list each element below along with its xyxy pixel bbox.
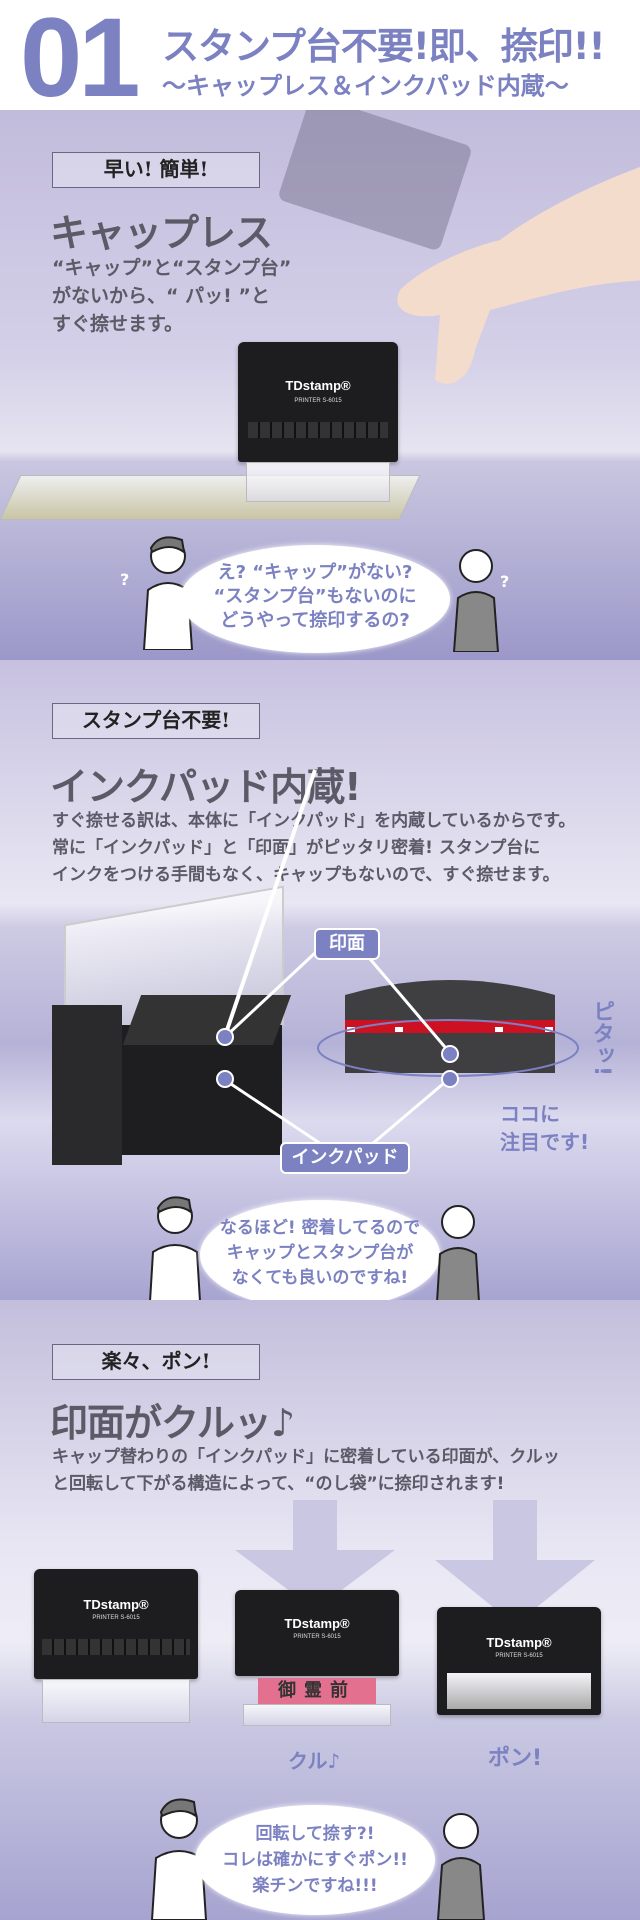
sfx-pita: ピタッ! bbox=[589, 1000, 614, 1077]
inkpad-description: すぐ捺せる訳は、本体に「インクパッド」を内蔵しているからです。 常に「インクパッ… bbox=[52, 811, 576, 885]
stamp-step-2-image: TDstamp® PRINTER S-6015 bbox=[235, 1590, 399, 1676]
stamp-step-3-image: TDstamp® PRINTER S-6015 bbox=[437, 1607, 601, 1715]
man-character-happy bbox=[148, 1790, 210, 1920]
woman-character-confused bbox=[448, 542, 504, 653]
woman-character-happy bbox=[432, 1805, 490, 1920]
stamp-face-print: 御霊前 bbox=[258, 1678, 376, 1704]
down-arrow-icon-1 bbox=[235, 1500, 395, 1610]
label-stamp-face: 印面 bbox=[314, 928, 380, 960]
capless-description: “キャップ”と“スタンプ台” がないから、“ パッ! ”と すぐ捺せます。 bbox=[52, 257, 292, 335]
stamp-step-1-image: TDstamp® PRINTER S-6015 bbox=[34, 1569, 198, 1679]
rotating-face-section: 楽々、ポン! 印面がクルッ♪ キャップ替わりの「インクパッド」に密着している印面… bbox=[0, 1300, 640, 1920]
man-character-surprised bbox=[145, 1188, 205, 1300]
page-title: スタンプ台不要!即、捺印!! bbox=[162, 25, 606, 68]
speech-bubble-1: え? “キャップ”がない? “スタンプ台”もないのに どうやって捺印するの? bbox=[180, 545, 450, 653]
speech-bubble-3: 回転して捺す?! コレは確かにすぐポン!! 楽チンですね!!! bbox=[195, 1805, 435, 1915]
sfx-kuru: クル♪ bbox=[288, 1749, 341, 1773]
woman-character-surprised bbox=[430, 1198, 486, 1300]
speech-bubble-2: なるほど! 密着してるので キャップとスタンプ台が なくても良いのですね! bbox=[200, 1200, 440, 1300]
stamp-clear-base bbox=[246, 462, 390, 502]
tag-easy-pon: 楽々、ポン! bbox=[52, 1344, 260, 1380]
hand-image bbox=[340, 140, 640, 390]
down-arrow-icon-2 bbox=[435, 1500, 595, 1625]
label-ink-pad: インクパッド bbox=[280, 1142, 410, 1174]
callout-dot-pad-left bbox=[216, 1070, 234, 1088]
heading-rotating-face: 印面がクルッ♪ bbox=[50, 1401, 295, 1445]
callout-dot-face-left bbox=[216, 1028, 234, 1046]
stamp-product-image: TDstamp® PRINTER S-6015 bbox=[238, 342, 398, 462]
question-mark-left: ? bbox=[120, 570, 130, 589]
section-header: 01 スタンプ台不要!即、捺印!! 〜キャップレス＆インクパッド内蔵〜 bbox=[0, 0, 640, 120]
tag-no-stamp-pad: スタンプ台不要! bbox=[52, 703, 260, 739]
stamp-cutaway-image bbox=[52, 885, 292, 1165]
heading-capless: キャップレス bbox=[50, 211, 273, 255]
attention-note: ココに 注目です! bbox=[500, 1102, 590, 1154]
question-mark-right: ? bbox=[500, 572, 510, 591]
callout-dot-pad-right bbox=[441, 1070, 459, 1088]
section-number: 01 bbox=[20, 0, 141, 120]
inkpad-section: スタンプ台不要! インクパッド内蔵! すぐ捺せる訳は、本体に「インクパッド」を内… bbox=[0, 660, 640, 1300]
stamp-step-1-base bbox=[42, 1679, 190, 1723]
sfx-pon: ポン! bbox=[488, 1746, 543, 1771]
page-subtitle: 〜キャップレス＆インクパッド内蔵〜 bbox=[162, 72, 569, 100]
stamp-step-2-base bbox=[243, 1704, 391, 1726]
capless-section: 早い! 簡単! キャップレス “キャップ”と“スタンプ台” がないから、“ パッ… bbox=[0, 110, 640, 660]
callout-dot-face-right bbox=[441, 1045, 459, 1063]
tag-fast-easy: 早い! 簡単! bbox=[52, 152, 260, 188]
rotating-description: キャップ替わりの「インクパッド」に密着している印面が、クルッ と回転して下がる構… bbox=[52, 1447, 560, 1494]
